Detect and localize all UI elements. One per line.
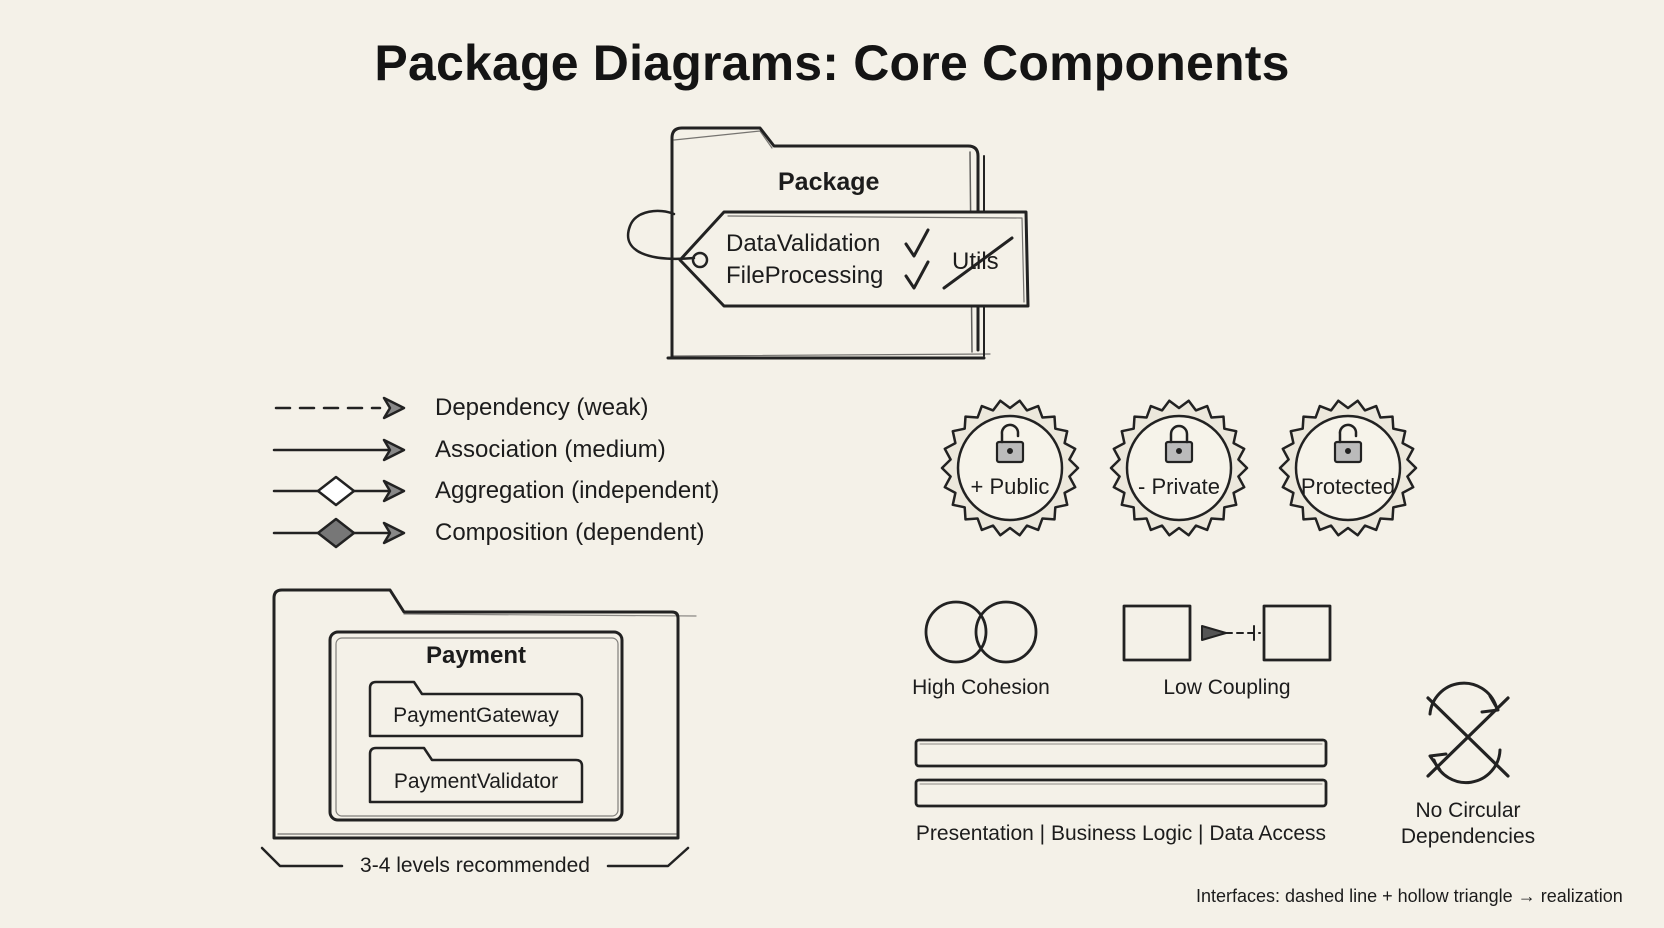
strikethrough-mark bbox=[942, 236, 1014, 290]
payment-gateway-label: PaymentGateway bbox=[393, 704, 559, 727]
circular-arrows-crossed-icon bbox=[1426, 681, 1510, 785]
package-item-utils: Utils bbox=[952, 248, 999, 275]
payment-package-box bbox=[328, 630, 624, 822]
layers-icon bbox=[914, 738, 1328, 808]
package-label: Package bbox=[778, 168, 880, 196]
high-cohesion-label: High Cohesion bbox=[912, 676, 1050, 699]
seal-private bbox=[1109, 399, 1249, 537]
high-cohesion-icon bbox=[924, 600, 1038, 664]
page-title: Package Diagrams: Core Components bbox=[374, 35, 1290, 91]
unlock-icon bbox=[1333, 423, 1363, 464]
seal-protected bbox=[1278, 399, 1418, 537]
levels-bracket bbox=[260, 846, 690, 868]
low-coupling-icon bbox=[1122, 604, 1332, 662]
levels-note: 3-4 levels recommended bbox=[360, 854, 590, 877]
check-icon bbox=[904, 228, 930, 290]
footnote: Interfaces: dashed line + hollow triangl… bbox=[1196, 886, 1623, 906]
low-coupling-label: Low Coupling bbox=[1163, 676, 1291, 699]
payment-validator-label: PaymentValidator bbox=[393, 770, 559, 793]
association-arrow-icon bbox=[272, 438, 406, 462]
unlock-icon bbox=[995, 423, 1025, 464]
outer-package-folder-icon bbox=[272, 588, 697, 840]
no-circular-label: No Circular Dependencies bbox=[1400, 799, 1536, 848]
lock-icon bbox=[1164, 424, 1194, 464]
composition-arrow-icon bbox=[272, 517, 406, 549]
relationship-label-composition: Composition (dependent) bbox=[435, 519, 705, 546]
package-tag-icon bbox=[626, 209, 1030, 308]
visibility-seals bbox=[940, 399, 1418, 537]
package-item-fileprocessing: FileProcessing bbox=[726, 262, 884, 289]
seal-public bbox=[940, 399, 1080, 537]
relationship-label-aggregation: Aggregation (independent) bbox=[435, 477, 720, 504]
visibility-label-private: - Private bbox=[1138, 474, 1220, 499]
dependency-arrow-icon bbox=[274, 396, 406, 420]
layers-caption: Presentation | Business Logic | Data Acc… bbox=[915, 822, 1327, 845]
payment-gateway-folder-icon bbox=[368, 680, 584, 738]
relationship-label-dependency: Dependency (weak) bbox=[435, 394, 649, 421]
visibility-label-public: + Public bbox=[970, 474, 1050, 499]
payment-validator-folder-icon bbox=[368, 746, 584, 804]
visibility-label-protected: Protected bbox=[1300, 474, 1396, 499]
relationship-label-association: Association (medium) bbox=[435, 436, 666, 463]
package-item-datavalidation: DataValidation bbox=[726, 230, 881, 257]
payment-package-title: Payment bbox=[425, 642, 527, 669]
aggregation-arrow-icon bbox=[272, 475, 406, 507]
